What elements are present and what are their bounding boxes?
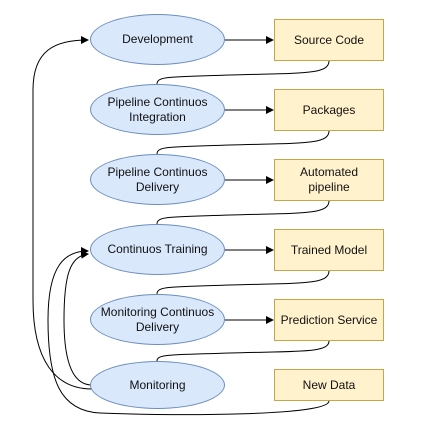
artifact-source-code: Source Code	[274, 19, 384, 61]
connector-monitoring-to-development	[32, 36, 93, 390]
stage-monitoring-continuos-delivery: Monitoring Continuos Delivery	[90, 294, 225, 345]
stage-continuos-training: Continuos Training	[90, 224, 225, 275]
connector-prediction-service-to-monitoring	[156, 340, 330, 362]
artifact-packages-label: Packages	[302, 102, 356, 117]
artifact-new-data: New Data	[274, 369, 384, 401]
connector-automated-pipeline-to-training	[156, 200, 330, 225]
connector-packages-to-delivery	[156, 130, 330, 155]
stage-development: Development	[90, 14, 225, 65]
stage-pipeline-continuos-integration: Pipeline Continuos Integration	[90, 84, 225, 135]
connector-new-data-to-training	[47, 247, 330, 416]
stage-pipeline-continuos-delivery: Pipeline Continuos Delivery	[90, 154, 225, 205]
artifact-new-data-label: New Data	[302, 377, 356, 392]
artifact-trained-model-label: Trained Model	[290, 242, 368, 257]
connector-trained-model-to-monitoring-delivery	[156, 270, 330, 295]
artifact-packages: Packages	[274, 89, 384, 131]
stage-monitoring-label: Monitoring	[129, 377, 186, 392]
stage-pipeline-continuos-delivery-label: Pipeline Continuos Delivery	[107, 164, 208, 194]
stage-monitoring: Monitoring	[90, 361, 225, 409]
connector-monitoring-to-training	[63, 250, 93, 386]
stage-monitoring-continuos-delivery-label: Monitoring Continuos Delivery	[100, 304, 215, 334]
artifact-automated-pipeline-label: Automated pipeline	[299, 165, 359, 194]
stage-pipeline-continuos-integration-label: Pipeline Continuos Integration	[107, 94, 208, 124]
artifact-automated-pipeline: Automated pipeline	[274, 159, 384, 201]
artifact-trained-model: Trained Model	[274, 229, 384, 271]
artifact-source-code-label: Source Code	[293, 32, 365, 47]
artifact-prediction-service-label: Prediction Service	[280, 312, 378, 327]
stage-continuos-training-label: Continuos Training	[107, 242, 208, 256]
connector-source-code-to-integration	[156, 60, 330, 85]
artifact-prediction-service: Prediction Service	[274, 299, 384, 341]
stage-development-label: Development	[122, 32, 193, 46]
